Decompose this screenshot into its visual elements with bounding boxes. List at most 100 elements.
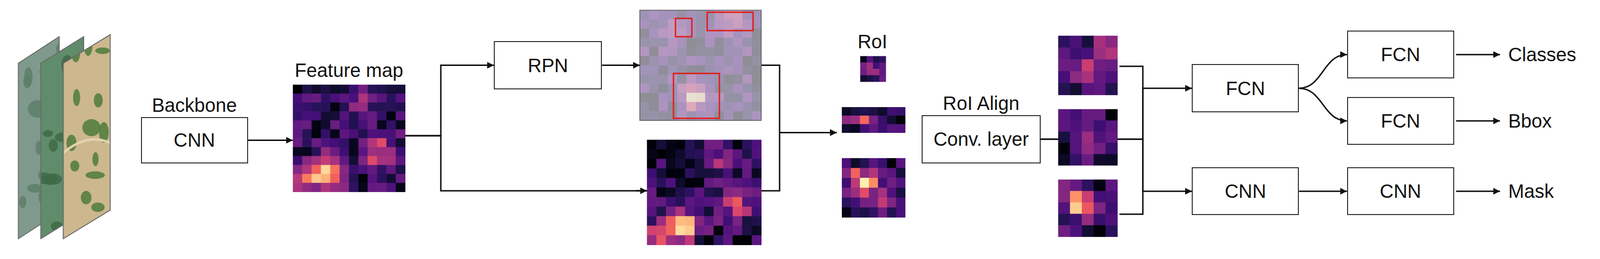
proposal-map (649, 55, 659, 66)
aligned-roi (1069, 120, 1082, 132)
roi-crop (859, 167, 870, 178)
bracket-line (1119, 139, 1143, 215)
feature-map-heatmap (395, 111, 406, 121)
proposal-map (658, 10, 668, 20)
proposal-map (639, 10, 650, 20)
roi-crop (866, 62, 874, 70)
aligned-roi (1058, 179, 1118, 238)
feature-map-copy (685, 177, 696, 188)
feature-map-heatmap (367, 129, 378, 139)
feature-map-heatmap (395, 156, 406, 166)
aligned-roi (1069, 202, 1082, 215)
aligned-roi (1058, 108, 1118, 166)
proposal-map (751, 65, 762, 76)
vegetation-patch (70, 160, 80, 172)
aligned-roi (1105, 202, 1118, 215)
feature-map-heatmap (302, 147, 312, 157)
aligned-roi (1069, 142, 1082, 155)
feature-map-heatmap (348, 120, 359, 130)
proposal-map (751, 74, 762, 85)
roi-crop (869, 207, 879, 218)
feature-map-copy (742, 177, 753, 188)
aligned-roi (1081, 142, 1094, 155)
roi-crop (887, 124, 897, 133)
feature-map-copy (656, 225, 667, 236)
roi-crop (841, 187, 852, 198)
proposal-map (686, 74, 697, 85)
roi-crop (878, 167, 888, 178)
proposal-map (714, 19, 725, 30)
feature-map-copy (704, 235, 715, 246)
feature-map-copy (751, 177, 762, 188)
aligned-roi (1093, 153, 1106, 166)
feature-map-heatmap (330, 147, 340, 157)
aerial-image (63, 34, 110, 240)
feature-map-heatmap (348, 164, 359, 175)
roi-crop (859, 187, 870, 198)
feature-map-copy (656, 216, 667, 227)
feature-map-heatmap (311, 156, 322, 166)
feature-map-copy (704, 206, 715, 217)
roi-crop (859, 115, 870, 125)
proposal-map (733, 74, 743, 85)
feature-map-heatmap (302, 174, 312, 184)
feature-map-copy (704, 187, 715, 198)
feature-map-heatmap (339, 102, 349, 112)
feature-map-heatmap (320, 147, 331, 157)
feature-map-copy (665, 158, 676, 169)
aligned-roi (1081, 213, 1094, 226)
feature-map-copy (732, 177, 743, 188)
node-label: FCN (1381, 43, 1421, 66)
feature-map-heatmap (377, 84, 387, 94)
proposal-map (723, 65, 734, 76)
node-label: CNN (1379, 180, 1422, 203)
aligned-roi (1093, 83, 1106, 96)
feature-map-copy (656, 187, 667, 198)
feature-map-heatmap (358, 129, 369, 139)
vegetation-patch (71, 43, 80, 63)
proposal-map (649, 37, 659, 48)
feature-map-heatmap (348, 84, 359, 94)
proposal-map (658, 111, 668, 121)
feature-map-copy (742, 168, 753, 179)
feature-map-heatmap (377, 93, 387, 103)
roi-crop (869, 115, 879, 125)
feature-map-copy (646, 196, 657, 207)
roi-crop (869, 187, 879, 198)
feature-map-heatmap (330, 102, 340, 112)
arrowhead (635, 190, 647, 192)
feature-map-heatmap (311, 138, 322, 148)
proposal-map (639, 37, 650, 48)
roi-crop (859, 75, 867, 82)
feature-map-heatmap (311, 120, 322, 130)
aligned-roi (1093, 59, 1106, 72)
feature-map-copy (646, 206, 657, 217)
feature-map-heatmap (302, 102, 312, 112)
feature-map-heatmap (293, 156, 303, 166)
feature-map-heatmap (330, 174, 340, 184)
aligned-roi (1081, 59, 1094, 72)
feature-map-copy (675, 216, 686, 227)
feature-map-heatmap (358, 183, 369, 193)
aligned-roi (1081, 179, 1094, 192)
feature-map-copy (665, 177, 676, 188)
roi-crop (841, 115, 852, 125)
feature-map-copy (732, 168, 743, 179)
feature-map-copy (665, 149, 676, 160)
aligned-roi (1105, 47, 1118, 60)
feature-map-copy (694, 225, 705, 236)
proposal-map (658, 28, 668, 39)
node-label: FCN (1381, 109, 1421, 132)
feature-map-heatmap (367, 164, 378, 175)
proposal-map (742, 92, 752, 103)
feature-map-heatmap (293, 111, 303, 121)
feature-map-heatmap (339, 93, 349, 103)
feature-map-copy (646, 235, 657, 246)
feature-map-heatmap (367, 93, 378, 103)
roi-crop (850, 167, 861, 178)
feature-map-copy (665, 216, 676, 227)
aligned-roi (1093, 71, 1106, 84)
aligned-roi (1105, 59, 1118, 72)
